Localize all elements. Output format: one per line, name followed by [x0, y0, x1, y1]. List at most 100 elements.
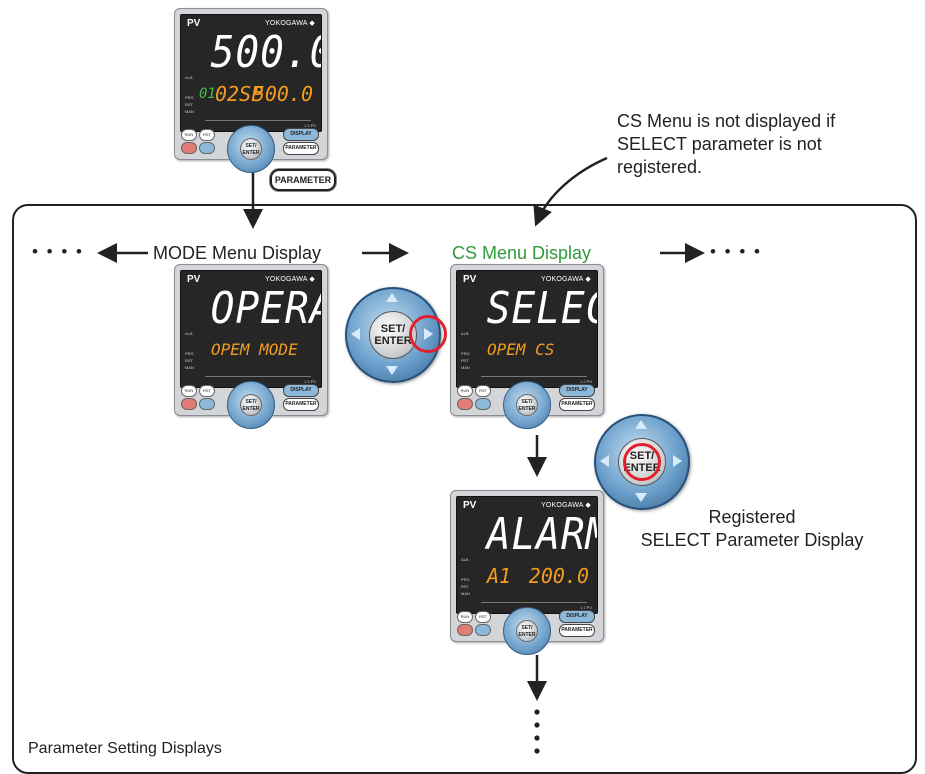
parameter-button[interactable]: PARAMETER: [559, 398, 595, 411]
brand-logo: YOKOGAWA ◆: [264, 20, 315, 27]
rst-key[interactable]: RST: [475, 385, 491, 397]
red-key[interactable]: [457, 624, 473, 636]
run-key[interactable]: RUN: [181, 129, 197, 141]
blue-key[interactable]: [199, 142, 215, 154]
red-key[interactable]: [457, 398, 473, 410]
rst-key[interactable]: RST: [199, 385, 215, 397]
arrow-dial[interactable]: SET/ENTER: [227, 125, 275, 173]
parameter-button[interactable]: PARAMETER: [559, 624, 595, 637]
left-arrow-icon: [351, 328, 360, 340]
pv-label: PV: [187, 274, 201, 285]
lamp-alb: ALB: [461, 557, 469, 562]
registered-label: Registered SELECT Parameter Display: [617, 506, 887, 552]
set-enter-key[interactable]: SET/ENTER: [516, 620, 538, 642]
arrow-dial[interactable]: SET/ENTER: [503, 381, 551, 429]
brand-logo: YOKOGAWA ◆: [264, 276, 315, 283]
run-key[interactable]: RUN: [181, 385, 197, 397]
lamp-man: MAN: [185, 109, 194, 114]
brand-logo: YOKOGAWA ◆: [540, 502, 591, 509]
status-text: 1 2 PV: [303, 123, 316, 128]
run-key[interactable]: RUN: [457, 385, 473, 397]
registered-line-2: SELECT Parameter Display: [640, 530, 864, 550]
parameter-key[interactable]: PARAMETER: [270, 169, 336, 191]
pv-display: SELEC: [486, 283, 598, 334]
red-key[interactable]: [181, 398, 197, 410]
left-arrow-icon: [600, 455, 609, 467]
status-text: 1 2 PV: [303, 379, 316, 384]
lamp-alb: ALB: [185, 331, 193, 336]
set-enter-key[interactable]: SET/ENTER: [240, 138, 262, 160]
rst-key[interactable]: RST: [475, 611, 491, 623]
status-text: 1 2 PV: [579, 379, 592, 384]
set-enter-key[interactable]: SET/ENTER: [516, 394, 538, 416]
controller-select-parameter: PV YOKOGAWA ◆ ALARM A1 200.0 ALB PRG RST…: [450, 490, 604, 655]
lamp-man: MAN: [461, 365, 470, 370]
note-line-3: registered.: [617, 157, 703, 177]
rst-key[interactable]: RST: [199, 129, 215, 141]
lamp-prg: PRG: [461, 577, 470, 582]
lamp-man: MAN: [185, 365, 194, 370]
sub-display-left: OPEM CS: [487, 340, 555, 359]
mode-menu-label: MODE Menu Display: [153, 243, 322, 263]
controller-screen: PV YOKOGAWA ◆ SELEC OPEM CS ALB PRG RST …: [456, 270, 598, 388]
down-arrow-icon: [386, 366, 398, 375]
sub-display-right: 500.0: [252, 82, 313, 106]
key-pad: RUN RST SET/ENTER DISPLAY PARAMETER: [451, 381, 603, 429]
lamp-man: MAN: [461, 591, 470, 596]
blue-key[interactable]: [475, 624, 491, 636]
lamp-alb: ALB: [185, 75, 193, 80]
pv-label: PV: [463, 274, 477, 285]
dots-left: • • • •: [32, 242, 84, 261]
arrow-dial[interactable]: SET/ENTER: [227, 381, 275, 429]
bar-scale: [481, 371, 587, 377]
up-arrow-icon: [635, 420, 647, 429]
sub-display-left: 02SP: [215, 82, 264, 106]
brand-logo: YOKOGAWA ◆: [540, 276, 591, 283]
set-enter-key[interactable]: SET/ENTER: [369, 311, 417, 359]
note-line-2: SELECT parameter is not: [617, 134, 822, 154]
display-key[interactable]: DISPLAY: [283, 128, 319, 141]
cs-menu-label: CS Menu Display: [452, 243, 592, 263]
cs-menu-note: CS Menu is not displayed if SELECT param…: [617, 110, 835, 179]
controller-mode-menu: PV YOKOGAWA ◆ OPERA OPEM MODE ALB PRG RS…: [174, 264, 328, 429]
lamp-rst: RST: [185, 358, 193, 363]
display-key[interactable]: DISPLAY: [283, 384, 319, 397]
controller-home: PV YOKOGAWA ◆ 500.0 01 02SP 500.0 ALB PR…: [174, 8, 328, 173]
highlight-ring: [409, 315, 447, 353]
lamp-rst: RST: [461, 358, 469, 363]
lamp-prg: PRG: [185, 351, 194, 356]
lamp-prg: PRG: [461, 351, 470, 356]
big-dial-right-press[interactable]: SET/ENTER: [345, 287, 447, 383]
note-line-1: CS Menu is not displayed if: [617, 111, 836, 131]
vertical-dots: [534, 709, 540, 754]
lamp-alb: ALB: [461, 331, 469, 336]
display-key[interactable]: DISPLAY: [559, 610, 595, 623]
bar-scale: [205, 115, 311, 121]
parameter-button[interactable]: PARAMETER: [283, 398, 319, 411]
display-key[interactable]: DISPLAY: [559, 384, 595, 397]
controller-screen: PV YOKOGAWA ◆ OPERA OPEM MODE ALB PRG RS…: [180, 270, 322, 388]
set-enter-key[interactable]: SET/ENTER: [240, 394, 262, 416]
pv-label: PV: [463, 500, 477, 511]
arrow-dial[interactable]: SET/ENTER: [503, 607, 551, 655]
pv-display: OPERA: [210, 283, 322, 334]
registered-line-1: Registered: [708, 507, 796, 527]
key-pad: RUN RST SET/ENTER DISPLAY PARAMETER: [175, 381, 327, 429]
lamp-rst: RST: [461, 584, 469, 589]
red-key[interactable]: [181, 142, 197, 154]
parameter-button[interactable]: PARAMETER: [283, 142, 319, 155]
big-dial-enter-press[interactable]: SET/ENTER: [594, 414, 690, 510]
controller-screen: PV YOKOGAWA ◆ ALARM A1 200.0 ALB PRG RST…: [456, 496, 598, 614]
pv-display: 500.0: [210, 27, 322, 78]
status-text: 1 2 PV: [579, 605, 592, 610]
pv-label: PV: [187, 18, 201, 29]
right-arrow-icon: [673, 455, 682, 467]
blue-key[interactable]: [475, 398, 491, 410]
run-key[interactable]: RUN: [457, 611, 473, 623]
blue-key[interactable]: [199, 398, 215, 410]
highlight-ring: [623, 443, 661, 481]
key-pad: RUN RST SET/ENTER DISPLAY PARAMETER: [175, 125, 327, 173]
lamp-prg: PRG: [185, 95, 194, 100]
bar-scale: [481, 597, 587, 603]
